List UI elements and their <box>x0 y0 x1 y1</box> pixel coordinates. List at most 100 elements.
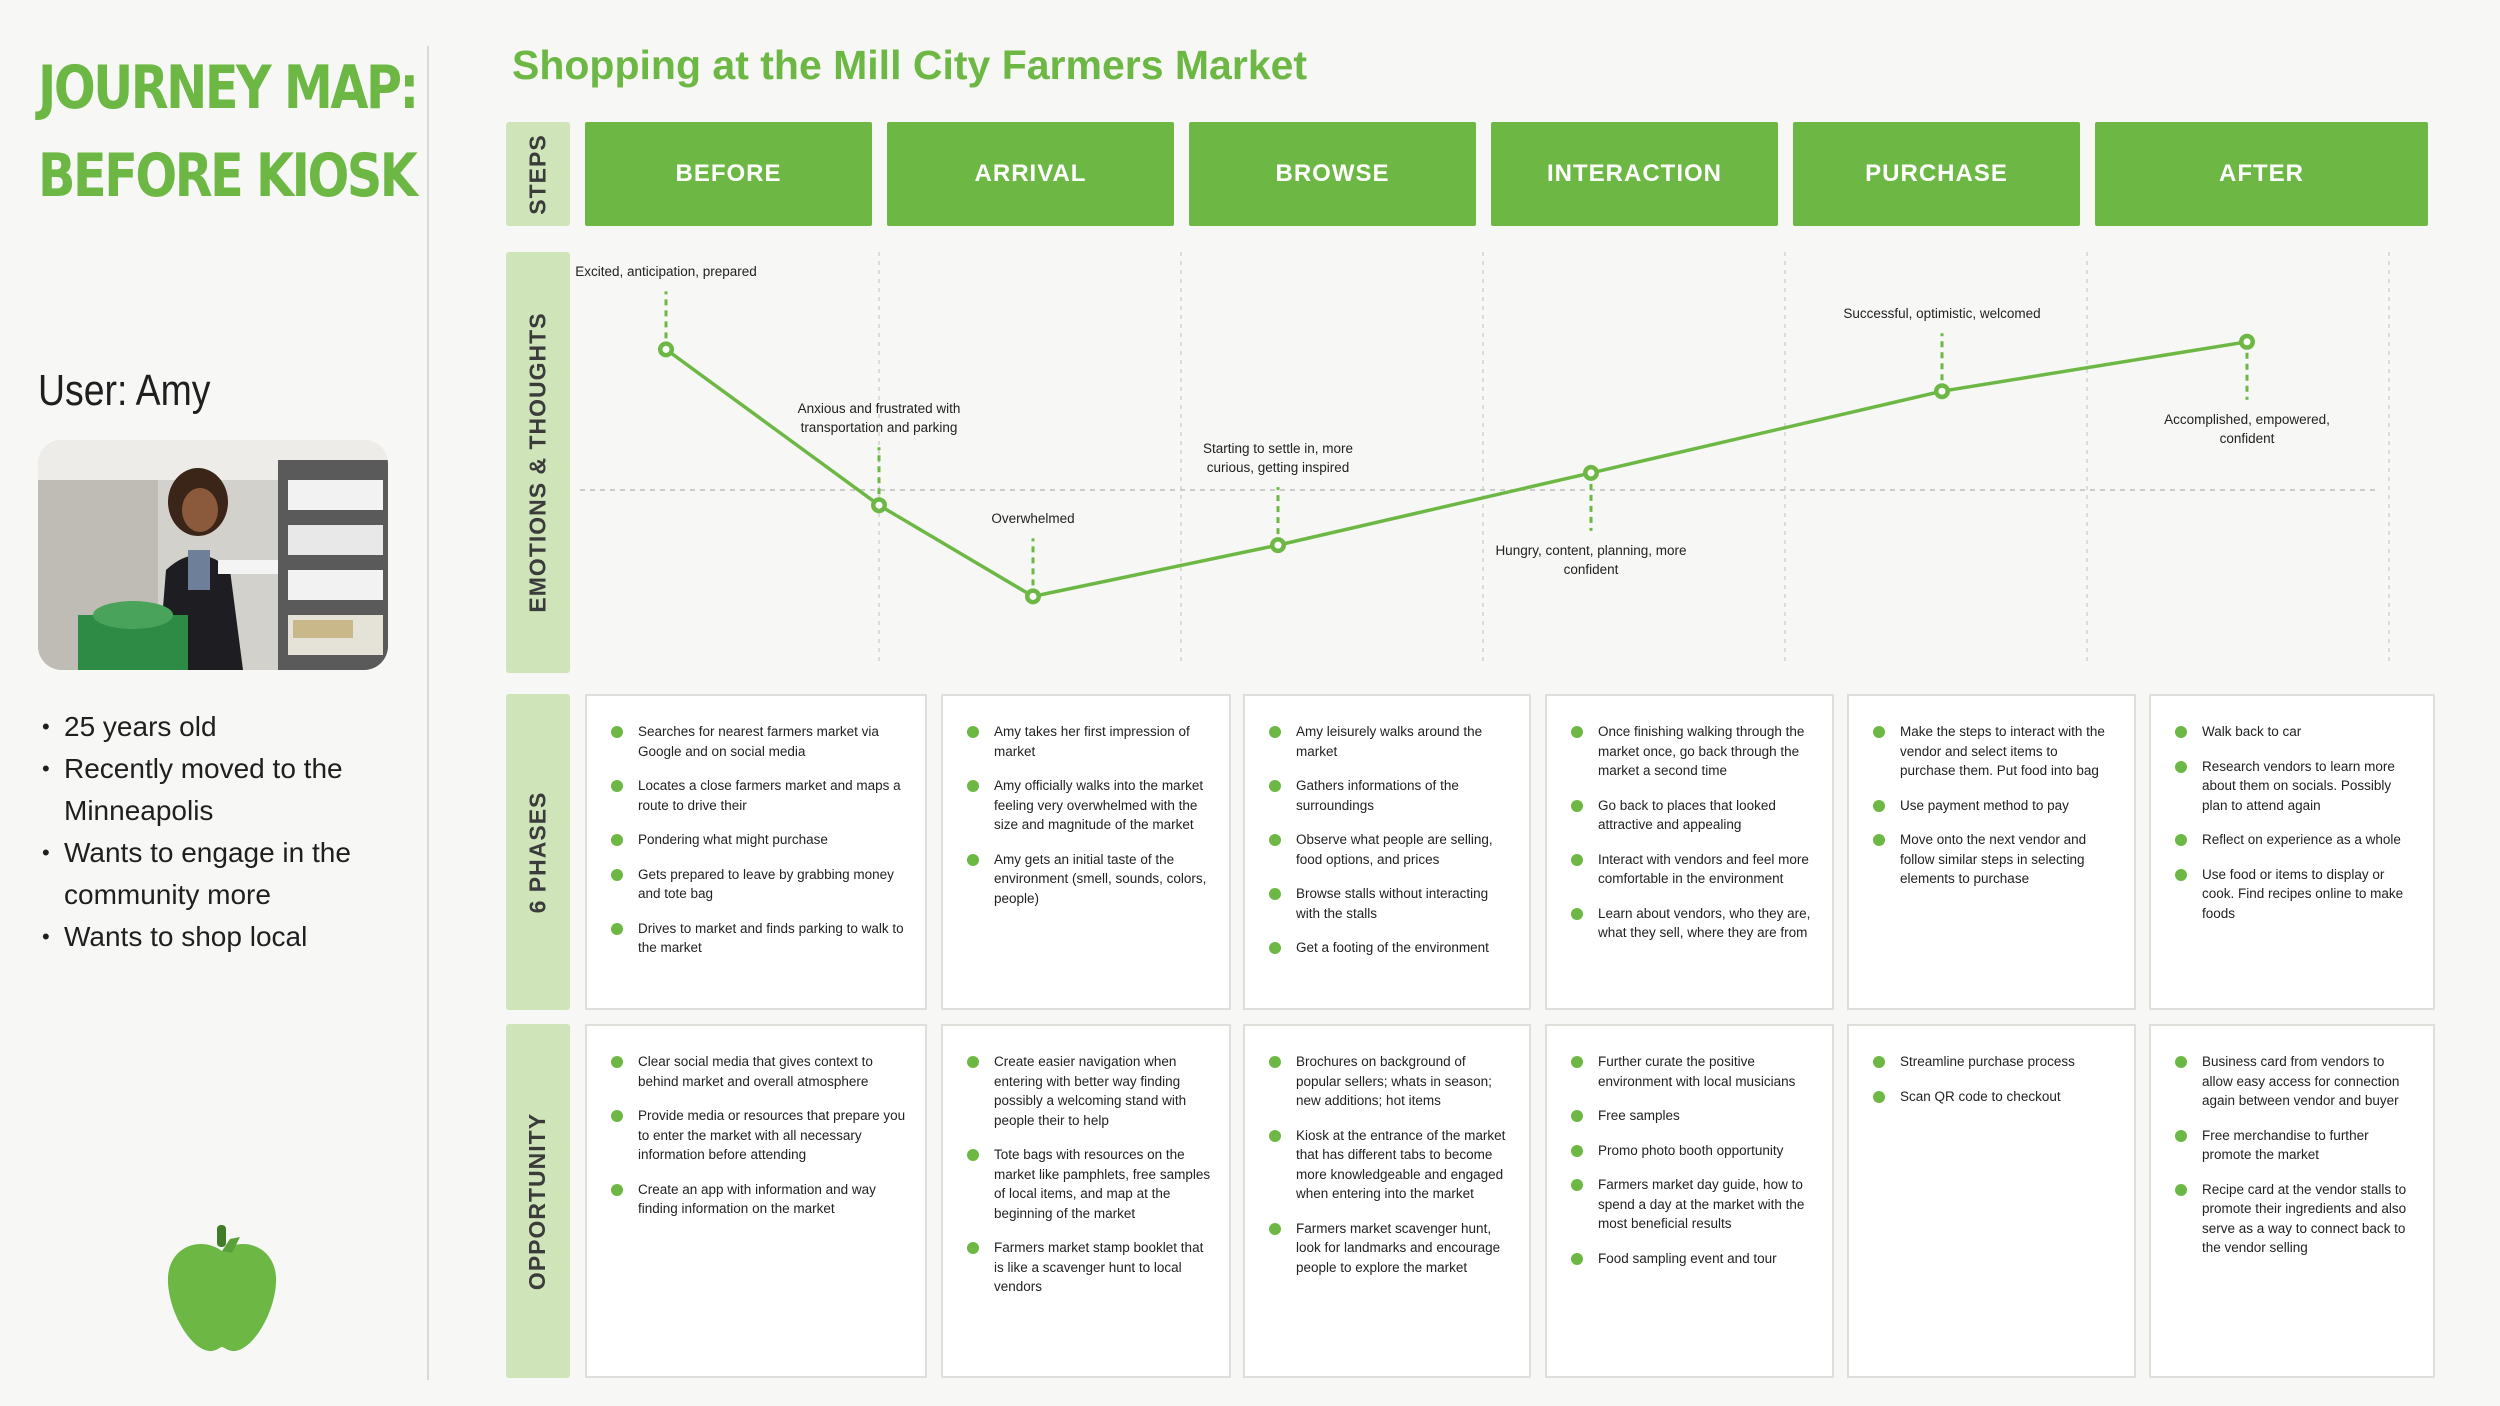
list-item: Amy gets an initial taste of the environ… <box>967 850 1211 909</box>
emotion-chart: Excited, anticipation, prepared Anxious … <box>575 252 2430 666</box>
user-photo <box>38 440 388 670</box>
list-item: Pondering what might purchase <box>611 830 907 850</box>
list-item: Food sampling event and tour <box>1571 1249 1814 1269</box>
opportunity-card-arrival: Create easier navigation when entering w… <box>941 1024 1231 1378</box>
list-item: Create easier navigation when entering w… <box>967 1052 1211 1130</box>
step-browse: BROWSE <box>1189 122 1476 226</box>
emotion-point-center <box>2243 338 2251 346</box>
list-item: Free samples <box>1571 1106 1814 1126</box>
list-item: Interact with vendors and feel more comf… <box>1571 850 1814 889</box>
list-item: Browse stalls without interacting with t… <box>1269 884 1511 923</box>
phase-list: Amy takes her first impression of market… <box>967 722 1211 908</box>
list-item: Gets prepared to leave by grabbing money… <box>611 865 907 904</box>
row-label-text: OPPORTUNITY <box>524 1112 551 1290</box>
list-item: Free merchandise to further promote the … <box>2175 1126 2415 1165</box>
list-item: Observe what people are selling, food op… <box>1269 830 1511 869</box>
list-item: Once finishing walking through the marke… <box>1571 722 1814 781</box>
user-name-label: User: Amy <box>38 366 211 415</box>
list-item: Clear social media that gives context to… <box>611 1052 907 1091</box>
row-label-phases: 6 PHASES <box>506 694 570 1010</box>
list-item: Make the steps to interact with the vend… <box>1873 722 2116 781</box>
phase-list: Make the steps to interact with the vend… <box>1873 722 2116 889</box>
row-label-text: STEPS <box>524 133 551 215</box>
emotion-label: Excited, anticipation, prepared <box>575 264 757 280</box>
list-item: Learn about vendors, who they are, what … <box>1571 904 1814 943</box>
list-item: Create an app with information and way f… <box>611 1180 907 1219</box>
list-item: Tote bags with resources on the market l… <box>967 1145 1211 1223</box>
emotion-point-center <box>1274 541 1282 549</box>
emotion-chart-svg <box>580 252 2390 666</box>
user-fact: Wants to engage in the community more <box>40 832 410 916</box>
opportunity-list: Business card from vendors to allow easy… <box>2175 1052 2415 1258</box>
journey-title: Shopping at the Mill City Farmers Market <box>512 42 1308 88</box>
list-item: Brochures on background of popular selle… <box>1269 1052 1511 1111</box>
list-item: Kiosk at the entrance of the market that… <box>1269 1126 1511 1204</box>
opportunity-list: Brochures on background of popular selle… <box>1269 1052 1511 1277</box>
list-item: Amy officially walks into the market fee… <box>967 776 1211 835</box>
row-label-text: 6 PHASES <box>524 791 551 913</box>
list-item: Amy leisurely walks around the market <box>1269 722 1511 761</box>
step-purchase: PURCHASE <box>1793 122 2080 226</box>
list-item: Locates a close farmers market and maps … <box>611 776 907 815</box>
list-item: Searches for nearest farmers market via … <box>611 722 907 761</box>
opportunity-card-interaction: Further curate the positive environment … <box>1545 1024 1834 1378</box>
journey-map-title-line: JOURNEY MAP: <box>38 53 419 123</box>
user-fact: Recently moved to the Minneapolis <box>40 748 410 832</box>
journey-map-title-line: BEFORE KIOSK <box>38 141 418 211</box>
opportunity-list: Create easier navigation when entering w… <box>967 1052 1211 1297</box>
opportunity-card-after: Business card from vendors to allow easy… <box>2149 1024 2435 1378</box>
list-item: Move onto the next vendor and follow sim… <box>1873 830 2116 889</box>
list-item: Business card from vendors to allow easy… <box>2175 1052 2415 1111</box>
list-item: Drives to market and finds parking to wa… <box>611 919 907 958</box>
list-item: Research vendors to learn more about the… <box>2175 757 2415 816</box>
emotion-curve <box>664 340 2248 599</box>
row-label-text: EMOTIONS & THOUGHTS <box>524 312 551 613</box>
phase-list: Once finishing walking through the marke… <box>1571 722 1814 943</box>
step-after: AFTER <box>2095 122 2428 226</box>
opportunity-list: Clear social media that gives context to… <box>611 1052 907 1219</box>
opportunity-list: Further curate the positive environment … <box>1571 1052 1814 1268</box>
journey-map-title: JOURNEY MAP: BEFORE KIOSK <box>38 44 419 220</box>
emotion-label: Starting to settle in, more curious, get… <box>1202 441 1354 476</box>
list-item: Farmers market stamp booklet that is lik… <box>967 1238 1211 1297</box>
list-item: Gathers informations of the surroundings <box>1269 776 1511 815</box>
list-item: Go back to places that looked attractive… <box>1571 796 1814 835</box>
emotion-point-center <box>875 501 883 509</box>
list-item: Provide media or resources that prepare … <box>611 1106 907 1165</box>
row-label-steps: STEPS <box>506 122 570 226</box>
list-item: Use food or items to display or cook. Fi… <box>2175 865 2415 924</box>
step-arrival: ARRIVAL <box>887 122 1174 226</box>
row-label-emotions: EMOTIONS & THOUGHTS <box>506 252 570 673</box>
list-item: Farmers market day guide, how to spend a… <box>1571 1175 1814 1234</box>
list-item: Streamline purchase process <box>1873 1052 2116 1072</box>
list-item: Promo photo booth opportunity <box>1571 1141 1814 1161</box>
emotion-label: Successful, optimistic, welcomed <box>1843 306 2041 322</box>
step-interaction: INTERACTION <box>1491 122 1778 226</box>
section-divider <box>427 46 429 1380</box>
list-item: Scan QR code to checkout <box>1873 1087 2116 1107</box>
list-item: Further curate the positive environment … <box>1571 1052 1814 1091</box>
emotion-label: Overwhelmed <box>991 511 1075 527</box>
list-item: Get a footing of the environment <box>1269 938 1511 958</box>
green-apple-icon <box>160 1225 285 1355</box>
emotion-label: Anxious and frustrated with transportati… <box>797 401 961 436</box>
opportunity-card-browse: Brochures on background of popular selle… <box>1243 1024 1531 1378</box>
phase-card-arrival: Amy takes her first impression of market… <box>941 694 1231 1010</box>
opportunity-card-before: Clear social media that gives context to… <box>585 1024 927 1378</box>
list-item: Farmers market scavenger hunt, look for … <box>1269 1219 1511 1278</box>
list-item: Walk back to car <box>2175 722 2415 742</box>
emotion-point-center <box>1938 387 1946 395</box>
list-item: Recipe card at the vendor stalls to prom… <box>2175 1180 2415 1258</box>
phase-card-interaction: Once finishing walking through the marke… <box>1545 694 1834 1010</box>
step-before: BEFORE <box>585 122 872 226</box>
list-item: Reflect on experience as a whole <box>2175 830 2415 850</box>
user-facts-list: 25 years old Recently moved to the Minne… <box>40 706 410 958</box>
emotion-point-center <box>662 345 670 353</box>
user-fact: 25 years old <box>40 706 410 748</box>
persona-panel: JOURNEY MAP: BEFORE KIOSK User: Amy 25 y… <box>0 0 428 1406</box>
user-fact: Wants to shop local <box>40 916 410 958</box>
